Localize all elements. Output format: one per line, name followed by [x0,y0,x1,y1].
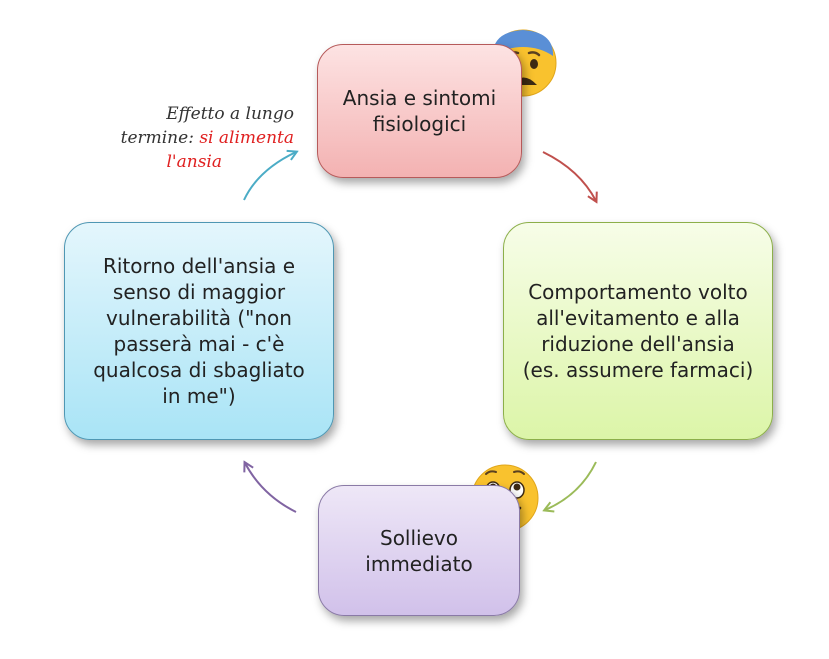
long-term-effect-annotation: Effetto a lungo termine: si alimenta l'a… [94,102,294,174]
node-left-line: Ritorno dell'ansia e [102,254,296,278]
node-bottom-line: Sollievo [380,525,458,550]
node-left-line: passerà mai - c'è [113,332,285,356]
node-avoidance-behavior: Comportamento volto all'evitamento e all… [503,222,773,440]
annotation-line: Effetto a lungo [166,104,294,124]
node-anxiety-return: Ritorno dell'ansia e senso di maggior vu… [64,222,334,440]
annotation-line: l'ansia [94,150,294,174]
node-right-line: riduzione dell'ansia [541,332,735,356]
node-anxiety-symptoms: Ansia e sintomi fisiologici [317,44,522,178]
node-top-line: fisiologici [372,112,467,136]
arrow-top-to-right [542,151,596,201]
arrow-left-to-top [243,152,296,201]
node-left-line: vulnerabilità ("non [106,306,292,330]
node-left-line: senso di maggior [112,280,286,304]
node-top-line: Ansia e sintomi [342,86,497,110]
node-right-line: (es. assumere farmaci) [522,358,754,382]
node-left-line: qualcosa di sbagliato [93,358,305,382]
node-left-line: in me") [162,384,236,408]
annotation-prefix: termine: [120,128,200,148]
annotation-line: termine: si alimenta [94,126,294,150]
node-immediate-relief: Sollievo immediato [318,485,520,616]
node-right-line: Comportamento volto [528,280,748,304]
node-bottom-line: immediato [365,551,473,576]
annotation-highlight: si alimenta [199,128,294,148]
arrow-bottom-to-left [245,463,297,513]
node-right-line: all'evitamento e alla [536,306,740,330]
arrow-right-to-bottom [545,461,597,510]
annotation-highlight: l'ansia [166,152,223,172]
